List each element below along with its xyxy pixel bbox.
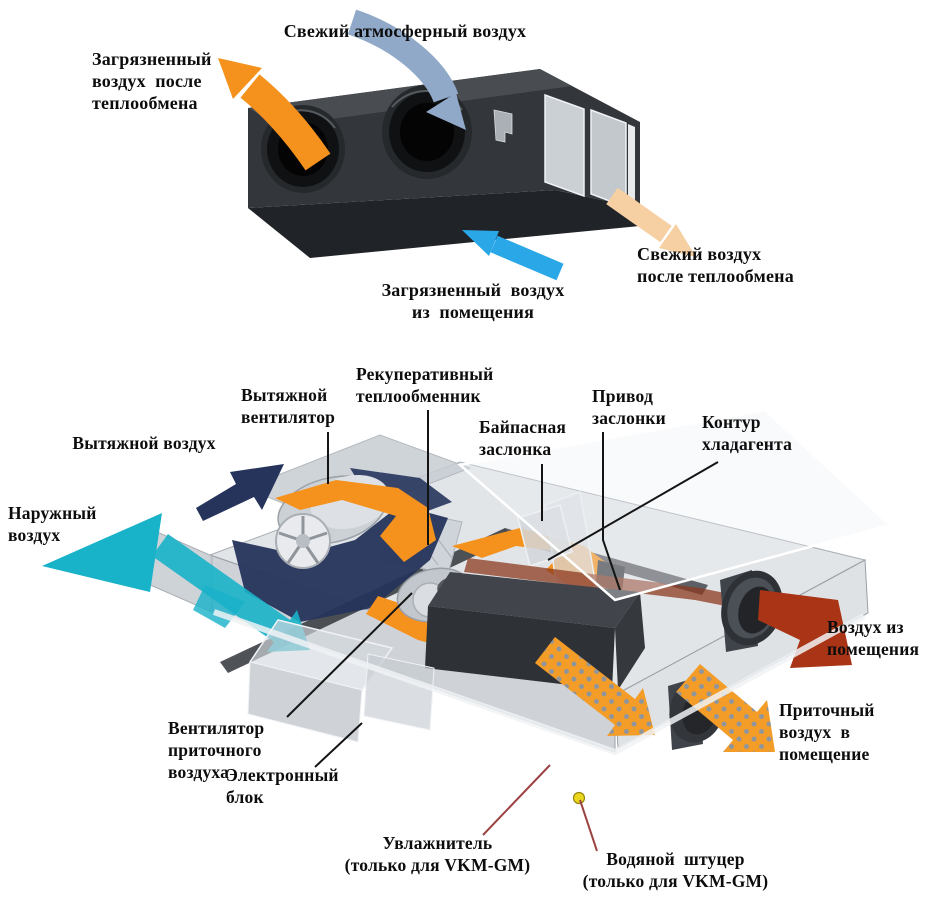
- label-damper-drive: Привод заслонки: [592, 386, 666, 428]
- label-exhaust-after-exchange: Загрязненный воздух после теплообмена: [92, 49, 212, 113]
- label-supply-air: Приточный воздух в помещение: [779, 700, 875, 764]
- panel-edge-highlight: [628, 124, 635, 208]
- water-fitting-item: [572, 791, 586, 805]
- red-leader-lines: [482, 764, 598, 852]
- service-panel-1: [544, 93, 585, 198]
- leader-damper-drive: [602, 432, 621, 591]
- air-from-room-arrow: [758, 590, 852, 668]
- label-supply-fan: Вентилятор приточного воздуха: [168, 718, 265, 782]
- unit-exterior-photo: [218, 9, 696, 281]
- supply-air-inner-arrow: [535, 637, 655, 736]
- duct-right: [382, 85, 472, 179]
- exhaust-air-out-arrow: [196, 464, 284, 521]
- air-from-room-port: [720, 570, 783, 652]
- label-exhaust-air: Вытяжной воздух: [72, 433, 216, 453]
- leader-electronic-block: [314, 722, 363, 768]
- label-air-from-room: Воздух из помещения: [827, 617, 920, 659]
- outdoor-air-inner-arrow: [152, 534, 310, 652]
- transparent-lid: [457, 408, 893, 602]
- supply-air-out-arrow: [676, 664, 775, 752]
- unit-bottom-face: [248, 190, 660, 258]
- leader-water-fitting: [579, 799, 598, 852]
- orange-flow-1: [275, 480, 436, 562]
- leader-humidifier: [482, 764, 551, 836]
- label-exhaust-fan: Вытяжной вентилятор: [241, 385, 336, 427]
- label-room-exhaust-air: Загрязненный воздух из помещения: [381, 280, 565, 322]
- unit-cutaway-photo: [42, 408, 893, 852]
- leader-lines: [286, 410, 719, 768]
- bottom-rail-highlight: [213, 609, 866, 756]
- room-air-in-arrow: [462, 230, 564, 281]
- fresh-out-arrow: [606, 187, 696, 257]
- label-refrigerant-circuit: Контур хладагента: [702, 412, 793, 454]
- outdoor-air-arrow: [42, 513, 162, 592]
- label-outdoor-air: Наружный воздух: [8, 503, 97, 545]
- label-bypass-damper: Байпасная заслонка: [479, 417, 567, 459]
- label-humidifier: Увлажнитель (только для VKM-GM): [344, 833, 531, 875]
- label-fresh-atmospheric-air: Свежий атмосферный воздух: [283, 21, 527, 41]
- leader-refrigerant: [547, 461, 719, 561]
- label-fresh-after-exchange: Свежий воздух после теплообмена: [637, 244, 794, 286]
- fresh-air-in-arrow: [347, 9, 466, 130]
- label-electronic-block: Электронный блок: [226, 765, 339, 807]
- label-water-fitting: Водяной штуцер (только для VKM-GM): [582, 849, 769, 891]
- exhaust-out-arrow: [218, 58, 331, 171]
- label-recuperator: Рекуперативный теплообменник: [356, 364, 494, 406]
- leader-supply-fan: [286, 592, 413, 718]
- refrigerant-circuit-band: [464, 558, 770, 614]
- mounting-bracket: [493, 109, 513, 143]
